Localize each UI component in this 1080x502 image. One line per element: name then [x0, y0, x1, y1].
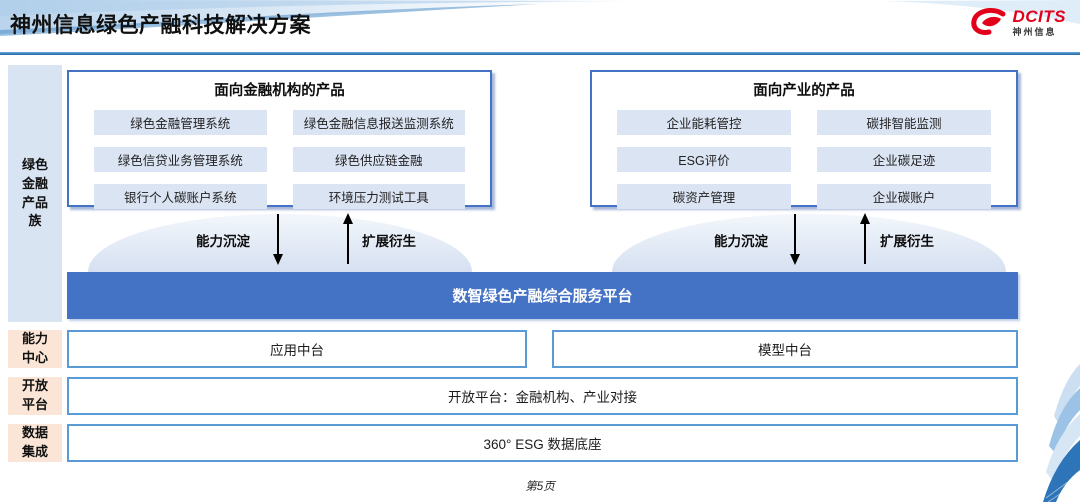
platform-bar-label: 数智绿色产融综合服务平台 — [452, 288, 633, 305]
digital-green-platform-bar: 数智绿色产融综合服务平台 — [67, 272, 1018, 319]
finance-products-box: 面向金融机构的产品 绿色金融管理系统 绿色金融信息报送监测系统 绿色信贷业务管理… — [67, 70, 492, 209]
capability-settle-label: 能力沉淀 — [196, 234, 250, 249]
esg-data-base-row-box: 360° ESG 数据底座 — [67, 424, 1018, 462]
product-item: 绿色供应链金融 — [292, 147, 465, 172]
product-item: 绿色信贷业务管理系统 — [94, 147, 267, 172]
page-title: 神州信息绿色产融科技解决方案 — [10, 14, 311, 37]
row-label: 应用中台 — [270, 343, 324, 358]
sidebar-open-platform: 开放平台 — [8, 377, 62, 415]
dcits-logo: DCITS 神州信息 — [970, 7, 1067, 37]
open-platform-row-box: 开放平台：金融机构、产业对接 — [67, 377, 1018, 415]
product-item: 企业碳足迹 — [817, 147, 991, 172]
arrow-down-icon — [273, 214, 283, 265]
product-item: ESG评价 — [617, 147, 791, 172]
industry-products-box: 面向产业的产品 企业能耗管控 碳排智能监测 ESG评价 企业碳足迹 碳资产管理 … — [590, 70, 1018, 209]
product-item: 企业能耗管控 — [617, 110, 791, 135]
logo-brand: DCITS — [1012, 6, 1066, 26]
sidebar-data-integration: 数据集成 — [8, 424, 62, 462]
product-item: 碳资产管理 — [617, 184, 791, 209]
product-item: 绿色金融信息报送监测系统 — [292, 110, 465, 135]
capability-settle-label: 能力沉淀 — [714, 234, 768, 249]
finance-box-title: 面向金融机构的产品 — [214, 83, 345, 99]
product-item: 绿色金融管理系统 — [94, 110, 267, 135]
sidebar-green-finance-product-family: 绿色金融产品族 — [8, 65, 62, 322]
product-item: 银行个人碳账户系统 — [94, 184, 267, 209]
row-label: 360° ESG 数据底座 — [483, 437, 602, 452]
product-item: 环境压力测试工具 — [292, 184, 465, 209]
header-divider — [0, 52, 1080, 55]
industry-box-grid: 企业能耗管控 碳排智能监测 ESG评价 企业碳足迹 碳资产管理 企业碳账户 — [592, 100, 1016, 209]
sidebar-capability-center: 能力中心 — [8, 330, 62, 368]
sidebar-label: 能力中心 — [21, 331, 48, 365]
finance-box-grid: 绿色金融管理系统 绿色金融信息报送监测系统 绿色信贷业务管理系统 绿色供应链金融… — [69, 100, 490, 209]
app-middle-platform-box: 应用中台 — [67, 330, 527, 368]
arrow-up-icon — [343, 213, 353, 264]
dcits-swirl-icon — [970, 8, 1005, 35]
logo-subtitle: 神州信息 — [1012, 26, 1057, 37]
industry-box-title: 面向产业的产品 — [753, 83, 855, 99]
expand-derive-label: 扩展衍生 — [362, 234, 416, 249]
row-label: 开放平台：金融机构、产业对接 — [448, 390, 637, 405]
arrow-down-icon — [790, 214, 800, 265]
logo-text: DCITS 神州信息 — [1013, 8, 1067, 37]
sidebar-label: 数据集成 — [21, 425, 48, 459]
model-middle-platform-box: 模型中台 — [552, 330, 1018, 368]
product-item: 企业碳账户 — [817, 184, 991, 209]
row-label: 模型中台 — [758, 343, 812, 358]
dome-right-graphic — [612, 214, 1006, 272]
product-item: 碳排智能监测 — [817, 110, 991, 135]
page-number: 第5页 — [525, 481, 555, 493]
sidebar-label: 开放平台 — [21, 378, 48, 412]
sidebar-label: 绿色金融产品族 — [21, 156, 48, 229]
expand-derive-label: 扩展衍生 — [880, 234, 934, 249]
arrow-up-icon — [860, 213, 870, 264]
